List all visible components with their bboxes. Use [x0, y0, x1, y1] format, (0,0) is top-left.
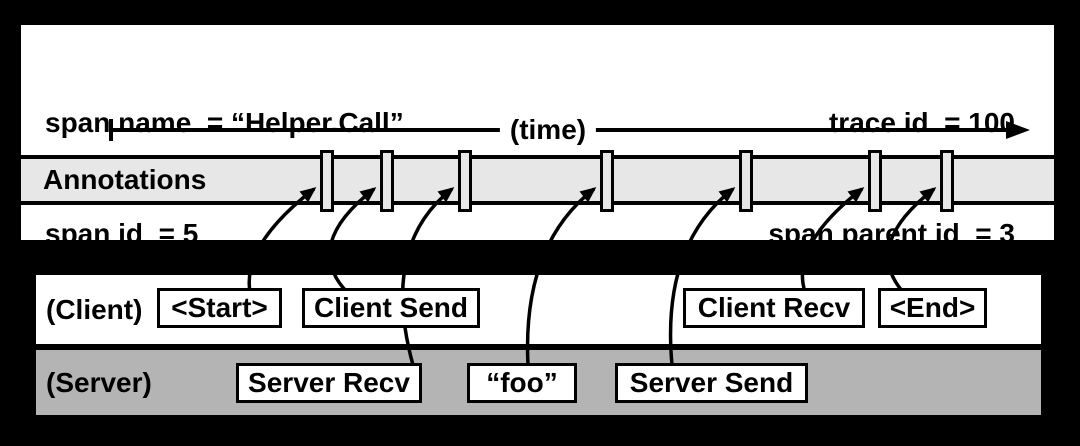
- span-id-line: span id = 5: [45, 218, 199, 249]
- event-box-server-send: Server Send: [615, 363, 808, 403]
- span-name-line: span name = “Helper.Call”: [45, 107, 404, 138]
- event-box-start: <Start>: [157, 288, 282, 328]
- annotation-tick-4: [600, 150, 614, 212]
- time-axis-label: (time): [499, 114, 597, 146]
- annotation-tick-6: [868, 150, 882, 212]
- event-box-client-send: Client Send: [302, 288, 480, 328]
- annotation-tick-3: [458, 150, 472, 212]
- annotation-tick-5: [739, 150, 753, 212]
- annotation-tick-1: [320, 150, 334, 212]
- event-box-foo: “foo”: [467, 363, 577, 403]
- annotation-tick-2: [380, 150, 394, 212]
- event-box-server-recv: Server Recv: [236, 363, 422, 403]
- trace-id-line: trace id = 100: [828, 107, 1015, 138]
- event-box-end: <End>: [878, 288, 987, 328]
- event-box-client-recv: Client Recv: [683, 288, 865, 328]
- annotation-tick-7: [940, 150, 954, 212]
- span-meta-right: trace id = 100 span parent id = 3: [768, 30, 1015, 326]
- span-meta-left: span name = “Helper.Call” span id = 5: [45, 30, 404, 326]
- client-lane-label: (Client): [46, 293, 143, 325]
- server-lane-label: (Server): [46, 366, 152, 398]
- annotations-band-label: Annotations: [43, 164, 207, 195]
- span-parent-id-line: span parent id = 3: [768, 218, 1015, 249]
